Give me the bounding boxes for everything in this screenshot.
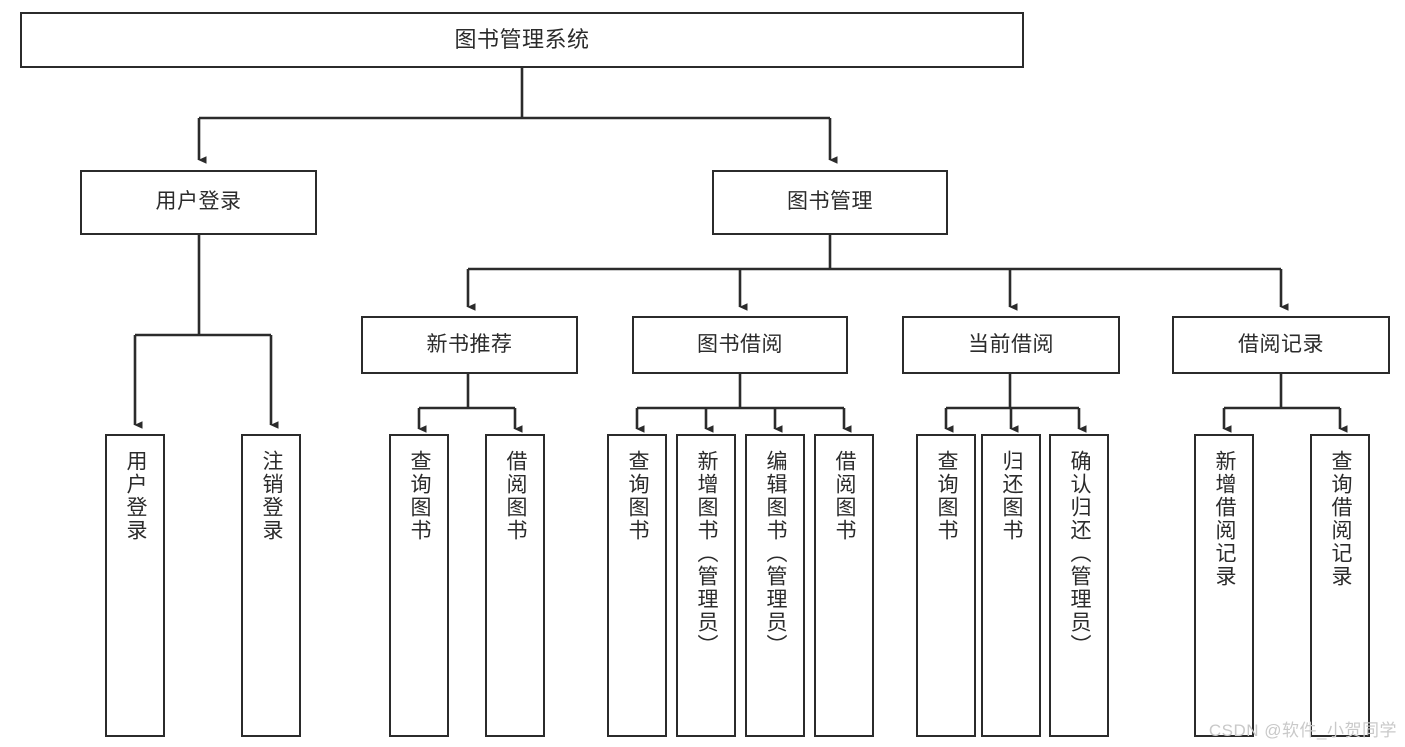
node-label: 查询借阅记录: [1329, 450, 1353, 588]
leaf-borrow-record-add-record[interactable]: 新增借阅记录: [1194, 434, 1254, 737]
node-label: 新增借阅记录: [1213, 450, 1237, 588]
node-label: 新增图书（管理员）: [695, 450, 719, 657]
node-label: 查询图书: [408, 450, 432, 542]
node-book-management[interactable]: 图书管理: [712, 170, 948, 235]
leaf-new-book-borrow-book[interactable]: 借阅图书: [485, 434, 545, 737]
leaf-borrow-record-query-record[interactable]: 查询借阅记录: [1310, 434, 1370, 737]
node-label: 借阅图书: [833, 450, 857, 542]
leaf-current-borrow-confirm-return-admin[interactable]: 确认归还（管理员）: [1049, 434, 1109, 737]
node-current-borrow[interactable]: 当前借阅: [902, 316, 1120, 374]
csdn-watermark: CSDN @软件_小贺同学: [1208, 721, 1397, 740]
node-label: 用户登录: [155, 190, 242, 214]
node-label: 用户登录: [124, 450, 148, 542]
leaf-current-borrow-query-book[interactable]: 查询图书: [916, 434, 976, 737]
leaf-book-borrow-query-book[interactable]: 查询图书: [607, 434, 667, 737]
leaf-book-borrow-edit-book-admin[interactable]: 编辑图书（管理员）: [745, 434, 805, 737]
node-user-login[interactable]: 用户登录: [80, 170, 317, 235]
node-label: 查询图书: [935, 450, 959, 542]
leaf-user-login-login[interactable]: 用户登录: [105, 434, 165, 737]
node-book-borrow[interactable]: 图书借阅: [632, 316, 848, 374]
leaf-book-borrow-add-book-admin[interactable]: 新增图书（管理员）: [676, 434, 736, 737]
node-label: 确认归还（管理员）: [1068, 450, 1092, 657]
leaf-current-borrow-return-book[interactable]: 归还图书: [981, 434, 1041, 737]
node-label: 归还图书: [1000, 450, 1024, 542]
leaf-book-borrow-borrow-book[interactable]: 借阅图书: [814, 434, 874, 737]
node-new-book-recommend[interactable]: 新书推荐: [361, 316, 578, 374]
leaf-user-login-logout[interactable]: 注销登录: [241, 434, 301, 737]
node-label: 图书管理系统: [454, 27, 590, 53]
node-label: 借阅图书: [504, 450, 528, 542]
node-label: 图书借阅: [697, 332, 783, 356]
node-label: 借阅记录: [1238, 332, 1324, 356]
node-label: 新书推荐: [426, 332, 513, 356]
node-label: 图书管理: [787, 190, 873, 214]
node-label: 编辑图书（管理员）: [764, 450, 788, 657]
leaf-new-book-query-book[interactable]: 查询图书: [389, 434, 449, 737]
node-label: 查询图书: [626, 450, 650, 542]
node-borrow-record[interactable]: 借阅记录: [1172, 316, 1390, 374]
node-label: 注销登录: [260, 450, 284, 542]
node-root-book-management-system[interactable]: 图书管理系统: [20, 12, 1024, 68]
node-label: 当前借阅: [968, 332, 1054, 356]
